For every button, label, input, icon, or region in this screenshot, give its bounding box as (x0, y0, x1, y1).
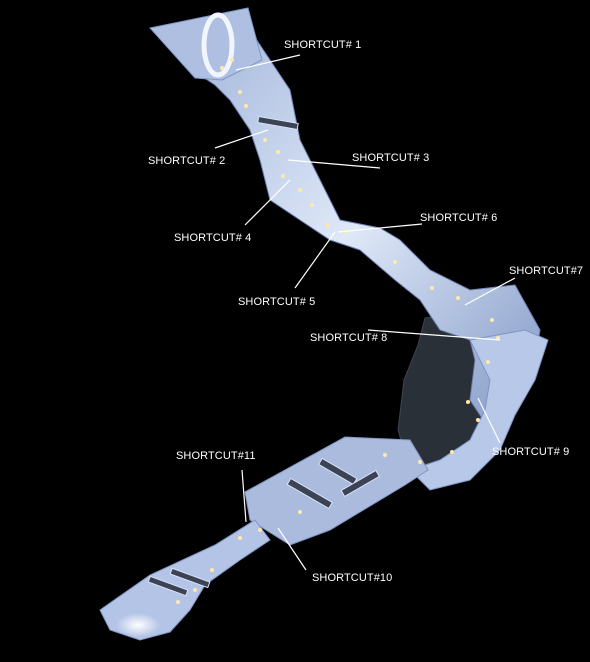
leader-sc10 (277, 527, 307, 571)
leader-sc7 (464, 277, 516, 306)
lower-platform (244, 436, 429, 546)
leader-sc3 (287, 159, 381, 169)
leader-sc1 (235, 54, 301, 71)
label-sc6: SHORTCUT# 6 (420, 212, 497, 224)
label-sc8: SHORTCUT# 8 (310, 332, 387, 344)
leader-sc9 (477, 397, 501, 444)
label-sc1: SHORTCUT# 1 (284, 39, 361, 51)
track-lower (99, 519, 271, 641)
bottom-glow (116, 613, 160, 637)
label-sc11: SHORTCUT#11 (176, 450, 256, 462)
track-bend (409, 329, 549, 491)
leader-sc6 (337, 223, 423, 233)
leader-sc2 (214, 129, 269, 149)
top-loop (201, 12, 235, 78)
label-sc4: SHORTCUT# 4 (174, 232, 251, 244)
track-lights (176, 58, 500, 604)
leader-sc5 (294, 231, 336, 289)
label-sc9: SHORTCUT# 9 (492, 446, 569, 458)
label-sc5: SHORTCUT# 5 (238, 296, 315, 308)
ramps (147, 115, 381, 597)
leader-sc4 (244, 179, 291, 226)
leader-lines (214, 54, 516, 571)
label-sc3: SHORTCUT# 3 (352, 152, 429, 164)
label-sc2: SHORTCUT# 2 (148, 155, 225, 167)
label-sc10: SHORTCUT#10 (312, 572, 392, 584)
leader-sc8 (367, 329, 501, 341)
shortcut-labels: SHORTCUT# 1 SHORTCUT# 2 SHORTCUT# 3 SHOR… (148, 39, 583, 584)
leader-sc11 (241, 469, 247, 523)
label-sc7: SHORTCUT#7 (509, 265, 583, 277)
